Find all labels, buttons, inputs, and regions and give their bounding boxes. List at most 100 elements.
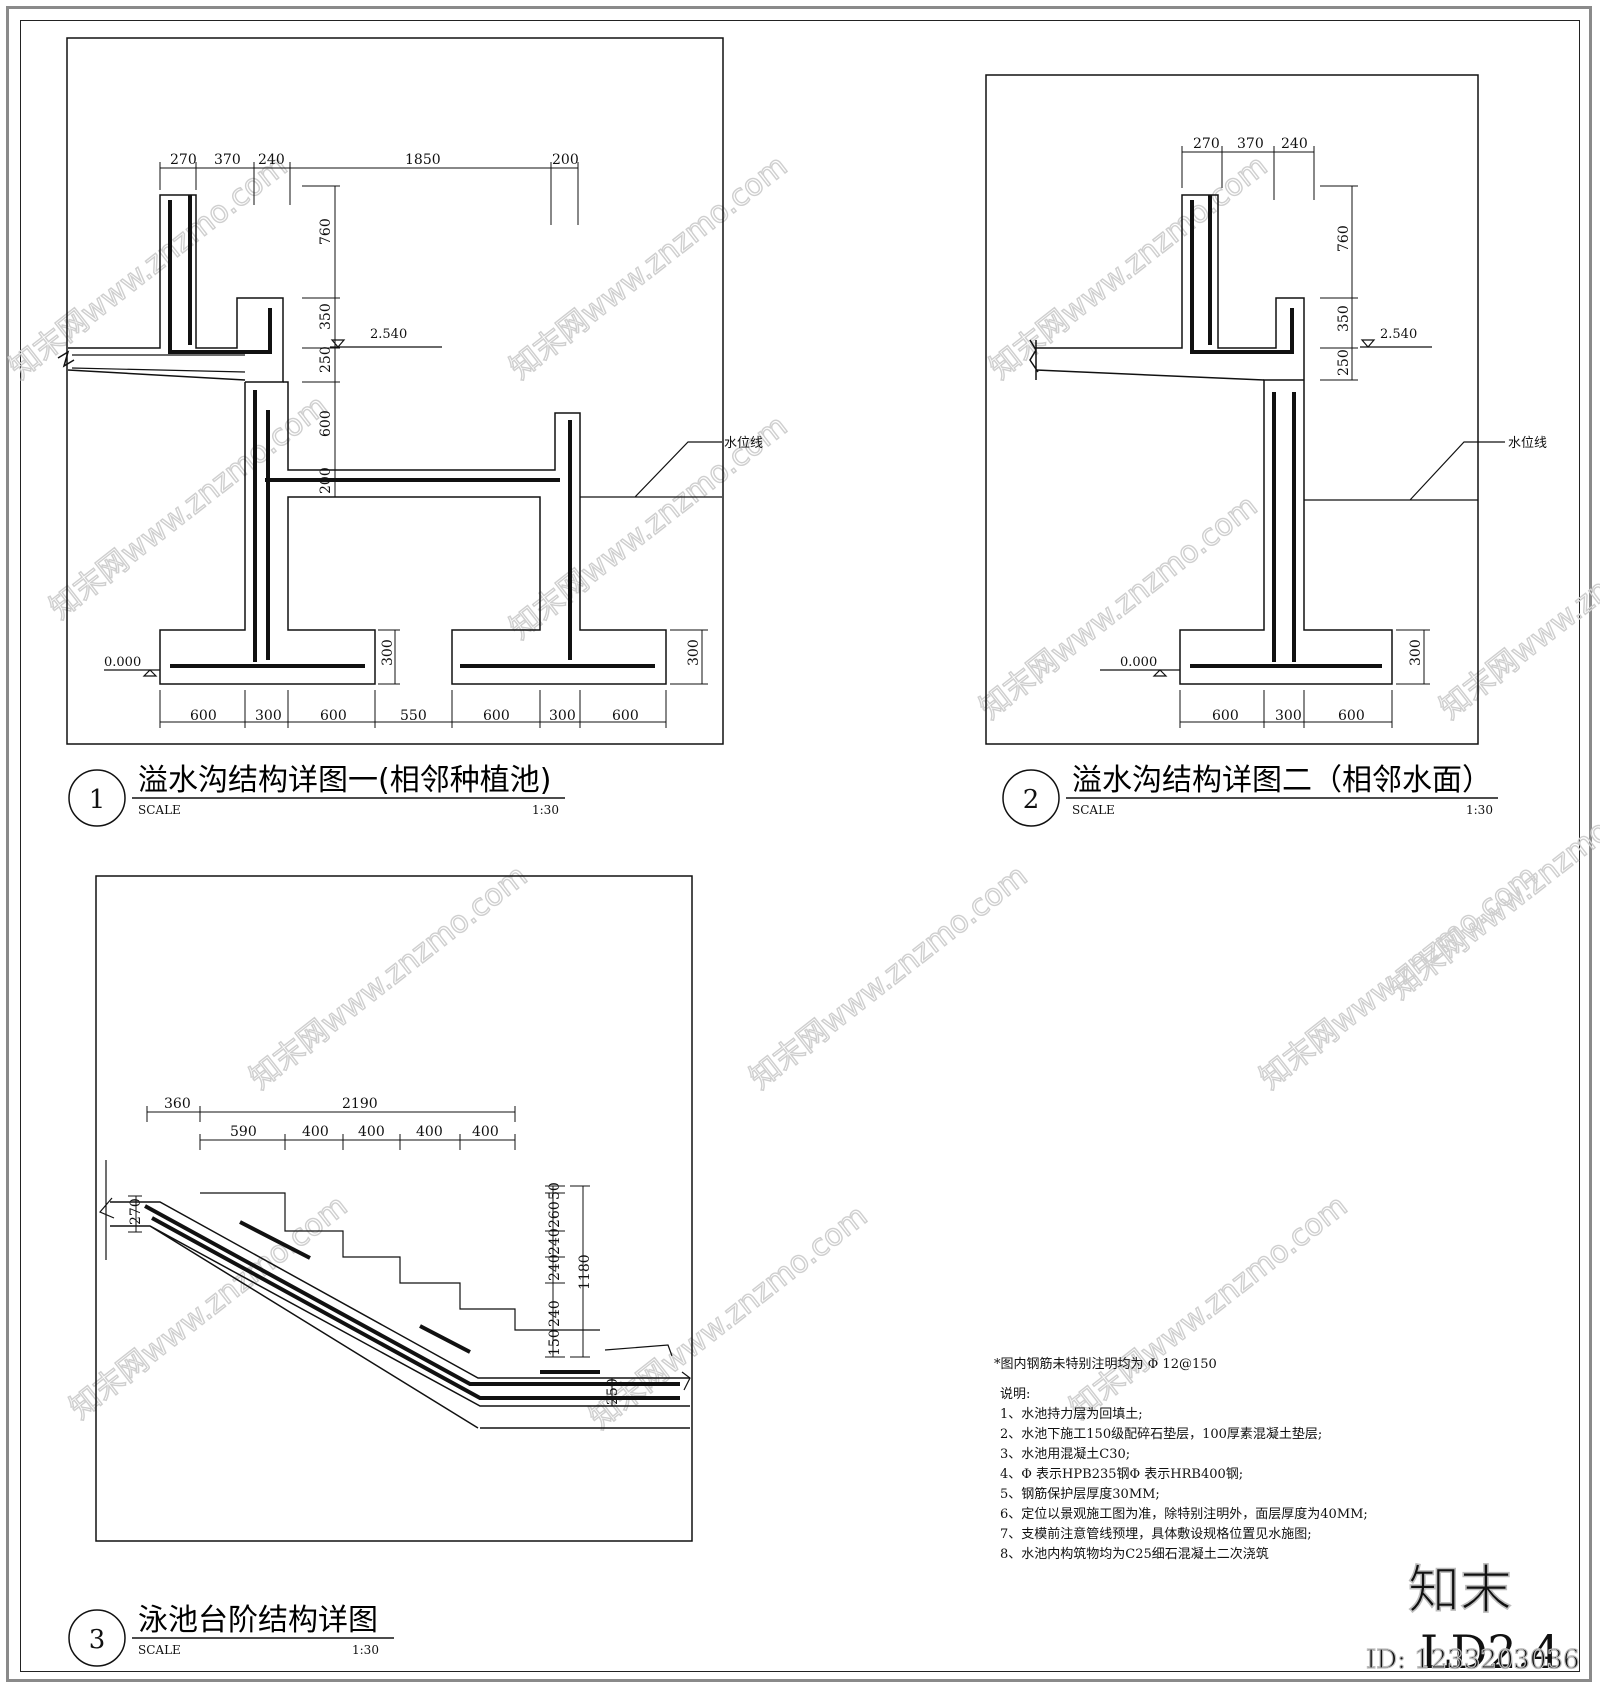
sheet-inner-frame xyxy=(20,20,1580,1672)
watermark-text: 知末网www.znzmo.com xyxy=(243,858,534,1096)
detail-3-vert-dim: 260 xyxy=(547,1201,563,1228)
detail-1-vert-dim: 600 xyxy=(318,410,334,437)
detail-3-steps-outline xyxy=(200,1192,600,1331)
notes-item: 7、支模前注意管线预埋，具体敷设规格位置见水施图; xyxy=(1000,1526,1312,1542)
detail-3-vert-dim: 240 xyxy=(547,1228,563,1255)
detail-2-bottom-dim: 300 xyxy=(1275,708,1302,724)
detail-1-dimensions: 270 370 240 1850 200 760 350 250 600 200… xyxy=(159,152,708,728)
detail-3-scale-value: 1:30 xyxy=(352,1643,379,1657)
detail-1-water-leader xyxy=(580,441,722,498)
detail-2-vert-dim: 250 xyxy=(1336,349,1352,376)
detail-2-number-circle xyxy=(1002,769,1060,827)
detail-1-elev-bottom-mark xyxy=(104,669,160,677)
detail-1-bottom-dim: 600 xyxy=(612,708,639,724)
notes-item: 6、定位以景观施工图为准，除特别注明外，面层厚度为40MM; xyxy=(1000,1506,1368,1522)
detail-3-vert-dim: 240 xyxy=(547,1300,563,1327)
watermark-text: 知末网www.znzmo.com xyxy=(743,858,1034,1096)
detail-2-bottom-dim: 600 xyxy=(1212,708,1239,724)
detail-1: 水位线 2.540 0.000 270 370 240 1850 200 760… xyxy=(57,37,763,827)
detail-1-number-circle xyxy=(68,769,126,827)
detail-3-step-dim: 590 xyxy=(230,1124,257,1140)
detail-3-scale-label: SCALE xyxy=(138,1643,181,1657)
watermark-text: 知末网www.znzmo.com xyxy=(1433,488,1600,726)
detail-3-vert-dim: 240 xyxy=(547,1254,563,1281)
detail-3-slab-outline xyxy=(110,1201,690,1429)
detail-1-bottom-dim: 300 xyxy=(255,708,282,724)
detail-2-break-mark xyxy=(1029,339,1039,380)
notes-heading: 说明: xyxy=(1000,1387,1030,1402)
watermark-id: ID: 1233203036 xyxy=(1366,1645,1580,1675)
watermark-text: 知末网www.znzmo.com xyxy=(503,148,794,386)
detail-1-title: 溢水沟结构详图一(相邻种植池) xyxy=(138,763,551,798)
detail-1-elev-bottom: 0.000 xyxy=(104,655,141,670)
detail-1-footing-dim: 300 xyxy=(380,639,396,666)
detail-2-scale-value: 1:30 xyxy=(1466,803,1493,817)
detail-1-break-mark xyxy=(57,350,75,368)
detail-2-top-dim: 270 xyxy=(1193,136,1220,152)
detail-1-vert-dim: 200 xyxy=(318,467,334,494)
detail-2-top-dim: 370 xyxy=(1237,136,1264,152)
detail-3-vert-dim: 150 xyxy=(547,1329,563,1356)
detail-1-scale-label: SCALE xyxy=(138,803,181,817)
detail-1-number: 1 xyxy=(89,785,106,815)
detail-2-number: 2 xyxy=(1023,785,1040,815)
detail-1-structure-outline xyxy=(159,381,667,685)
detail-1-bottom-dim: 300 xyxy=(549,708,576,724)
detail-1-ground-line xyxy=(67,369,246,381)
detail-1-vert-dim: 760 xyxy=(318,218,334,245)
detail-1-top-dim: 270 xyxy=(170,152,197,168)
detail-3-break-left xyxy=(99,1160,115,1260)
detail-1-top-dim: 200 xyxy=(552,152,579,168)
watermark-text: 知末网www.znzmo.com xyxy=(63,1188,354,1426)
detail-1-top-dim: 1850 xyxy=(405,152,441,168)
sheet-outer-frame xyxy=(6,6,1592,1682)
watermark-text: 知末网www.znzmo.com xyxy=(583,1198,874,1436)
detail-3-top-dim: 2190 xyxy=(342,1096,378,1112)
detail-1-elev-top: 2.540 xyxy=(370,327,407,342)
detail-3-step-dim: 400 xyxy=(302,1124,329,1140)
detail-3-step-dim: 400 xyxy=(358,1124,385,1140)
notes-item: 8、水池内构筑物均为C25细石混凝土二次浇筑 xyxy=(1000,1546,1269,1562)
detail-1-scale-value: 1:30 xyxy=(532,803,559,817)
detail-1-bottom-dim: 600 xyxy=(320,708,347,724)
detail-2-top-dim: 240 xyxy=(1281,136,1308,152)
watermark-text: 知末网www.znzmo.com xyxy=(1063,1188,1354,1426)
detail-3-total-height: 1180 xyxy=(577,1254,593,1290)
detail-3-frame xyxy=(95,875,693,1542)
watermark-text: 知末网www.znzmo.com xyxy=(43,388,334,626)
notes-item: 4、Φ 表示HPB235钢Φ 表示HRB400钢; xyxy=(1000,1467,1243,1482)
detail-1-bottom-dim: 550 xyxy=(400,708,427,724)
detail-1-rebar xyxy=(168,195,655,668)
detail-2-water-label: 水位线 xyxy=(1508,436,1547,451)
detail-1-water-label: 水位线 xyxy=(724,436,763,451)
watermark-logo: 知末 xyxy=(1408,1561,1512,1621)
notes-item: 3、水池用混凝土C30; xyxy=(1000,1446,1130,1462)
notes-item: 2、水池下施工150级配碎石垫层，100厚素混凝土垫层; xyxy=(1000,1426,1322,1442)
detail-1-top-dim: 240 xyxy=(258,152,285,168)
detail-2-water-leader xyxy=(1304,441,1505,501)
detail-3-dimensions: 360 2190 590 400 400 400 400 270 260 50 … xyxy=(128,1096,621,1407)
detail-3-number: 3 xyxy=(89,1625,106,1655)
detail-2-elev-bottom: 0.000 xyxy=(1120,655,1157,670)
detail-3-step-dim: 400 xyxy=(416,1124,443,1140)
detail-2-elev-top: 2.540 xyxy=(1380,327,1417,342)
detail-3-top-dim: 360 xyxy=(164,1096,191,1112)
detail-3-vert-dim: 50 xyxy=(547,1182,563,1200)
notes-rebar-line: *图内钢筋未特别注明均为 Φ 12@150 xyxy=(994,1356,1217,1372)
notes-item: 1、水池持力层为回填土; xyxy=(1000,1407,1143,1422)
detail-2-dimensions: 270 370 240 760 350 250 600 300 600 300 xyxy=(1179,136,1430,728)
detail-3-top-slab-mark xyxy=(604,1344,691,1391)
watermark-text: 知末网www.znzmo.com xyxy=(973,488,1264,726)
detail-2-elev-top-mark xyxy=(1360,339,1432,348)
detail-1-slab-lines xyxy=(71,354,246,373)
detail-2-vert-dim: 760 xyxy=(1336,225,1352,252)
detail-2-ground-line xyxy=(1035,369,1265,381)
detail-2-footing-dim: 300 xyxy=(1408,639,1424,666)
detail-1-vert-dim: 350 xyxy=(318,303,334,330)
detail-3-step-dim: 400 xyxy=(472,1124,499,1140)
detail-3: 360 2190 590 400 400 400 400 270 260 50 … xyxy=(68,875,693,1667)
detail-2-title: 溢水沟结构详图二（相邻水面） xyxy=(1072,763,1492,798)
detail-1-wall-outline-a xyxy=(68,194,284,383)
